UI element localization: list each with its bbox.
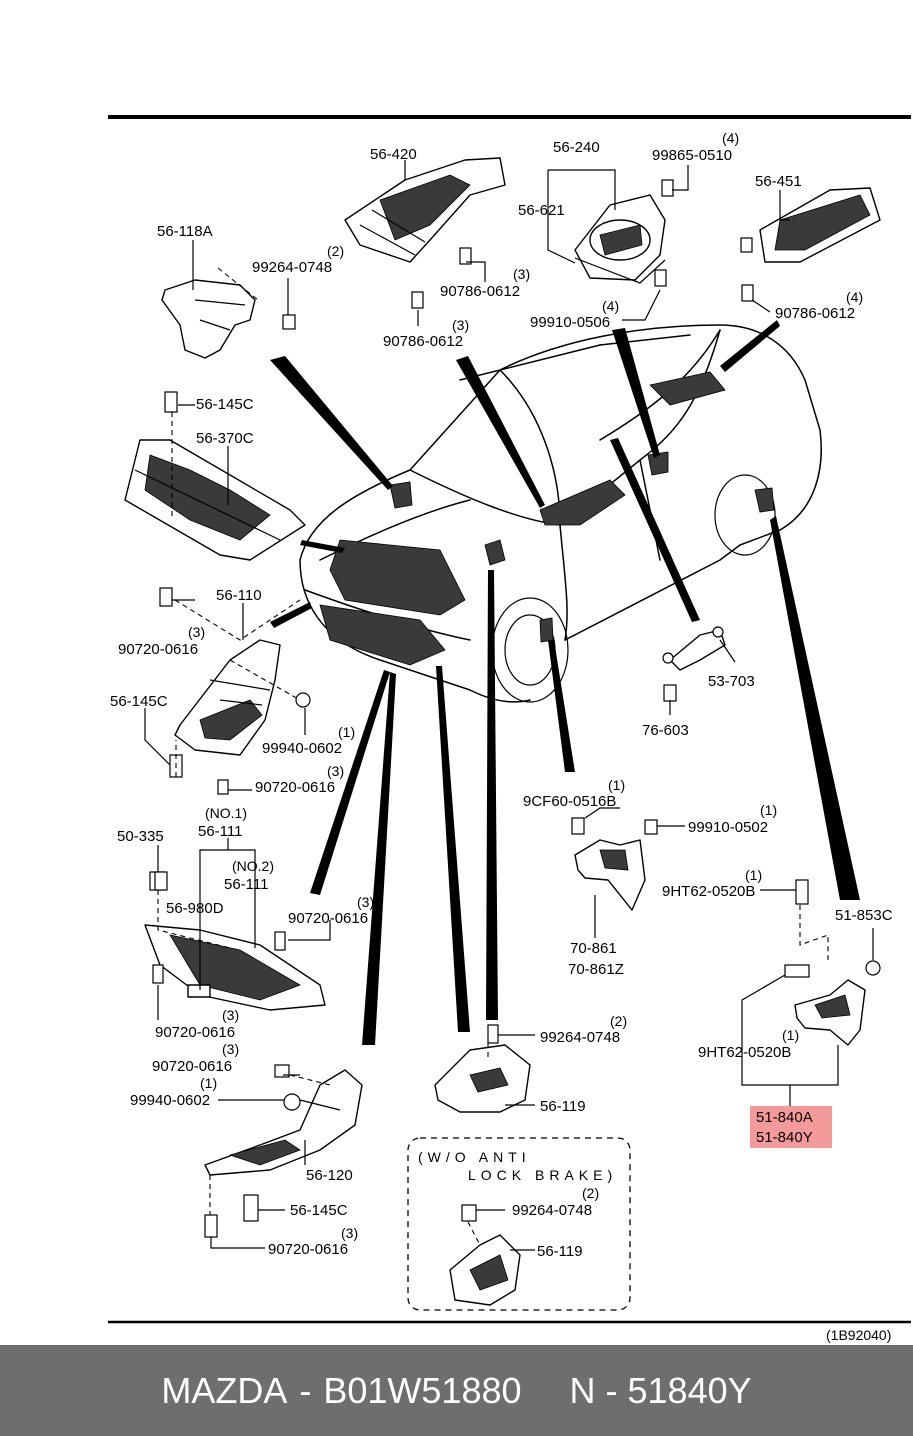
label-c25: 90720-0616 (152, 1058, 232, 1075)
label-c21: 56-111 (224, 876, 268, 893)
part-number-footer: MAZDA - B01W51880 N - 51840Y (0, 1345, 913, 1436)
label-c21-qty: (NO.2) (232, 858, 274, 874)
heat-shield-56-420 (344, 157, 506, 263)
label-c11-qty: (4) (846, 289, 863, 305)
label-c29: 90720-0616 (268, 1241, 348, 1258)
label-c31: 56-119 (540, 1098, 586, 1115)
label-c18-qty: (3) (327, 763, 344, 779)
footer-brand: MAZDA (161, 1369, 288, 1411)
label-c8: 90786-0612 (440, 283, 520, 300)
label-c7-qty: (2) (327, 243, 344, 259)
label-c1: 56-420 (370, 146, 417, 163)
label-c19-qty: (NO.1) (205, 805, 247, 821)
label-c7: 99264-0748 (252, 259, 332, 276)
label-c11: 90786-0612 (775, 305, 855, 322)
callout-labels: 56-420 56-240 (4) 99865-0510 56-621 56-4… (110, 130, 893, 1260)
label-c41: 51-853C (835, 907, 893, 924)
label-c42-qty: (1) (782, 1027, 799, 1043)
shield-56-110 (174, 639, 281, 756)
label-c40-qty: (1) (745, 867, 762, 883)
mudflap-70-861 (574, 839, 646, 911)
footer-separator: - (299, 1369, 312, 1411)
label-c19: 56-111 (198, 823, 242, 840)
panel-56-111 (144, 924, 326, 1011)
label-c32: 99264-0748 (512, 1202, 592, 1219)
label-c3: 99865-0510 (652, 147, 732, 164)
label-c13: 56-370C (196, 430, 254, 447)
bracket-56-119 (434, 1044, 531, 1113)
label-c42: 9HT62-0520B (698, 1044, 791, 1061)
label-c37: 99910-0502 (688, 819, 768, 836)
option-box-line2: LOCK BRAKE) (468, 1167, 617, 1183)
mudflap-51-840A (794, 979, 866, 1046)
label-c20: 50-335 (117, 828, 164, 845)
ref-code: (1B92040) (826, 1327, 891, 1343)
bracket-56-118A (161, 279, 256, 359)
label-c22: 56-980D (166, 900, 224, 917)
label-c38: 70-861 (570, 940, 617, 957)
label-c9-qty: (3) (452, 317, 469, 333)
label-c27: 56-120 (306, 1167, 353, 1184)
leader-lines (144, 160, 874, 1251)
option-box (407, 1137, 631, 1311)
label-c34: 53-703 (708, 673, 755, 690)
label-c37-qty: (1) (760, 802, 777, 818)
label-c40: 9HT62-0520B (662, 883, 755, 900)
label-c25-qty: (3) (222, 1041, 239, 1057)
label-c17-qty: (1) (338, 724, 355, 740)
label-c30: 99264-0748 (540, 1029, 620, 1046)
label-c32-qty: (2) (582, 1185, 599, 1201)
label-c26-qty: (1) (200, 1075, 217, 1091)
option-box-line1: (W/O ANTI (418, 1149, 531, 1165)
fasteners (149, 179, 881, 1238)
label-c24: 90720-0616 (155, 1024, 235, 1041)
label-c36: 9CF60-0516B (523, 793, 616, 810)
label-c23-qty: (3) (357, 894, 374, 910)
label-c15: 90720-0616 (118, 641, 198, 658)
cover-56-451 (759, 187, 881, 263)
label-c35: 76-603 (642, 722, 689, 739)
label-c26: 99940-0602 (130, 1092, 210, 1109)
label-c12: 56-145C (196, 396, 254, 413)
label-c8-qty: (3) (513, 266, 530, 282)
cover-56-370C (124, 439, 306, 561)
label-c28: 56-145C (290, 1202, 348, 1219)
label-c36-qty: (1) (608, 777, 625, 793)
label-c17: 99940-0602 (262, 740, 342, 757)
label-c15-qty: (3) (188, 624, 205, 640)
footer-part-number: B01W51880 (323, 1369, 522, 1411)
label-c10: 99910-0506 (530, 314, 610, 331)
highlight-box (750, 1106, 832, 1148)
parts-diagram: (1B92040) (108, 115, 911, 1343)
label-c39: 70-861Z (568, 961, 624, 978)
label-c4: 56-621 (518, 202, 565, 219)
label-c33: 56-119 (537, 1243, 583, 1260)
engine-cover-56-240 (574, 194, 666, 284)
label-c44: 51-840Y (756, 1129, 813, 1146)
label-c24-qty: (3) (222, 1007, 239, 1023)
pointer-wedges (270, 320, 860, 1045)
label-c10-qty: (4) (602, 298, 619, 314)
label-c5: 56-451 (755, 173, 802, 190)
bracket-53-703 (662, 626, 726, 671)
footer-suffix: N - 51840Y (569, 1369, 752, 1411)
shield-56-120 (204, 1069, 363, 1176)
car-body (299, 324, 822, 703)
bracket-56-119-alt (449, 1234, 521, 1306)
dashed-guides (157, 267, 829, 1246)
label-c6: 56-118A (157, 223, 213, 240)
label-c29-qty: (3) (341, 1225, 358, 1241)
label-c30-qty: (2) (610, 1013, 627, 1029)
label-c14: 56-110 (216, 587, 262, 604)
label-c2: 56-240 (553, 139, 600, 156)
label-c43: 51-840A (756, 1109, 813, 1126)
label-c9: 90786-0612 (383, 333, 463, 350)
label-c3-qty: (4) (722, 130, 739, 146)
label-c23: 90720-0616 (288, 910, 368, 927)
label-c16: 56-145C (110, 693, 168, 710)
label-c18: 90720-0616 (255, 779, 335, 796)
